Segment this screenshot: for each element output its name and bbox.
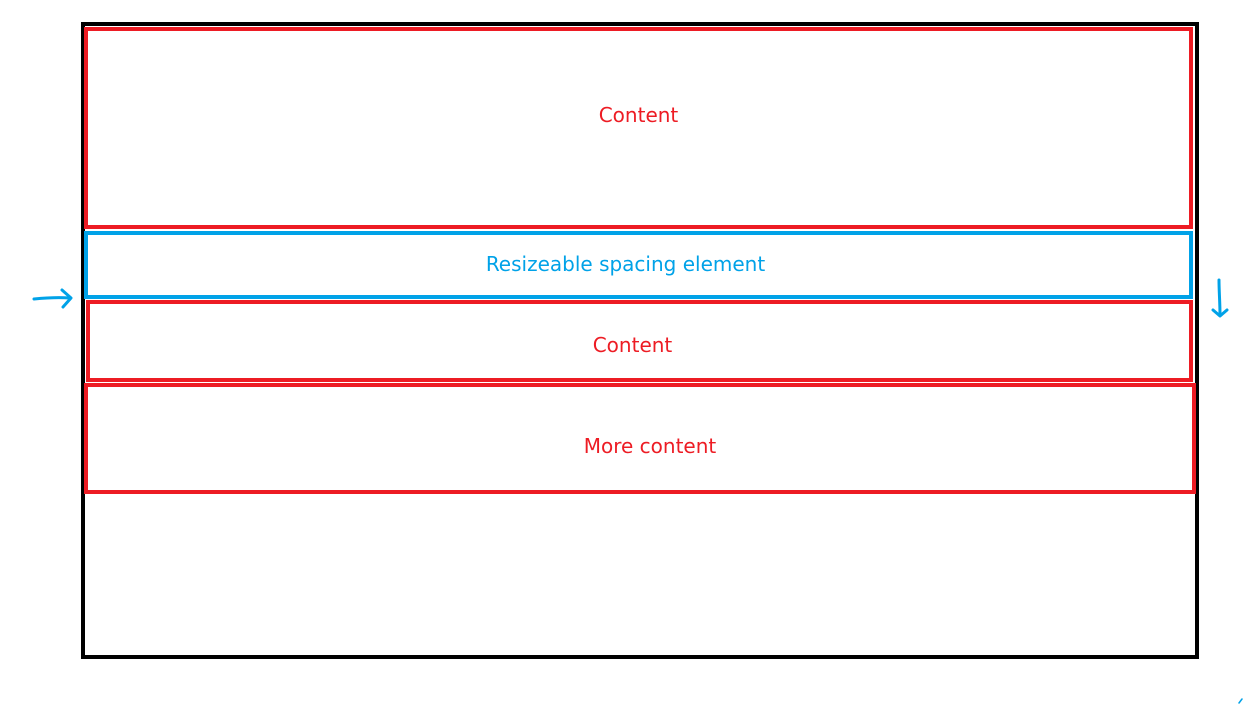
outer-container <box>81 22 1199 659</box>
arrow-right-icon <box>32 288 73 309</box>
stray-mark <box>1238 698 1243 704</box>
resizeable-spacing-element[interactable]: Resizeable spacing element <box>84 231 1193 299</box>
content-block-top-label: Content <box>598 103 679 127</box>
more-content-block: More content <box>84 383 1196 494</box>
content-block-middle-label: Content <box>592 333 673 357</box>
content-block-middle: Content <box>86 300 1193 382</box>
spacer-label: Resizeable spacing element <box>485 252 766 276</box>
content-block-top: Content <box>84 27 1193 229</box>
more-content-label: More content <box>583 433 717 458</box>
arrow-down-icon <box>1211 278 1229 318</box>
